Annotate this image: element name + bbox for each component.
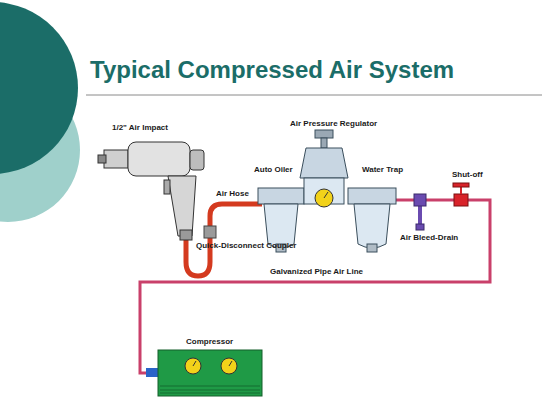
water-trap [348, 188, 396, 252]
part-label: Air Bleed-Drain [400, 234, 458, 243]
compressor-body [158, 350, 262, 396]
air-pressure-regulator [300, 130, 348, 207]
part-label: Water Trap [362, 166, 403, 175]
pressure-gauge [221, 358, 237, 374]
part-label: Shut-off [452, 171, 483, 180]
part-label: Galvanized Pipe Air Line [270, 268, 363, 277]
pressure-gauge [185, 358, 201, 374]
part-label: Air Pressure Regulator [290, 120, 377, 129]
quick-coupler [204, 226, 216, 238]
part-label: Auto Oiler [254, 166, 293, 175]
part-label: Air Hose [216, 190, 249, 199]
title-rule [86, 95, 542, 96]
decor-circle [0, 2, 78, 174]
part-label: 1/2" Air Impact [112, 124, 168, 133]
compressor-outlet [146, 368, 158, 377]
bleed-drain [414, 194, 426, 230]
part-label: Quick-Disconnect Coupler [196, 242, 296, 251]
part-label: Compressor [186, 338, 233, 347]
slide-title: Typical Compressed Air System [90, 56, 454, 84]
air-hose [186, 204, 262, 276]
shut-off-valve [453, 183, 469, 206]
impact-wrench [98, 142, 204, 240]
compressor-fins [160, 386, 260, 393]
